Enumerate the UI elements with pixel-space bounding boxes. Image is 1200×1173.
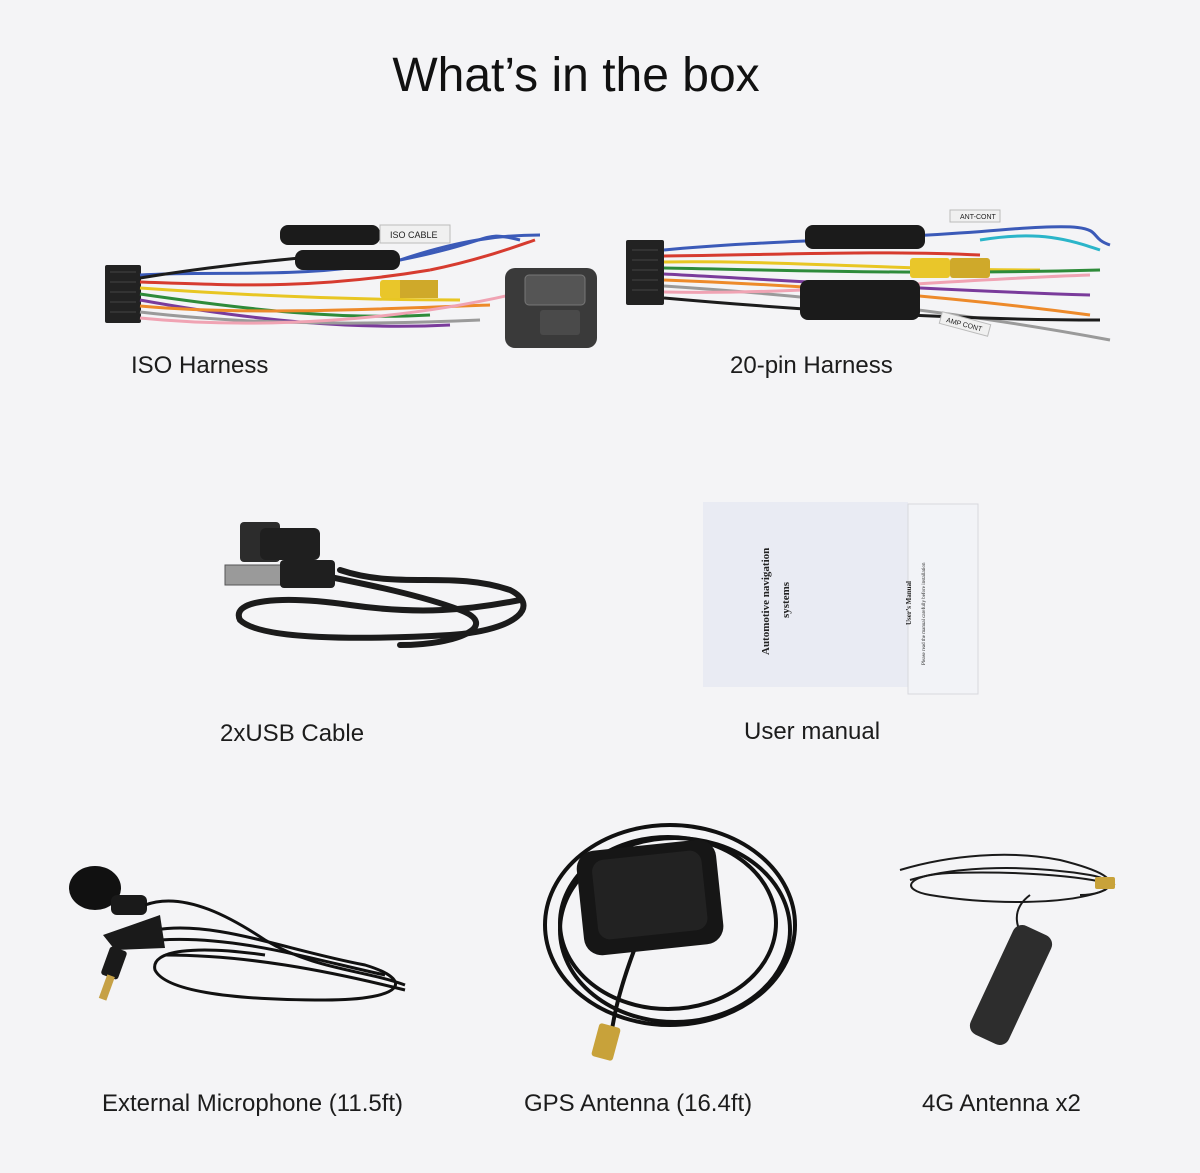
20pin-harness-caption: 20-pin Harness [730, 352, 893, 379]
gps-antenna-icon [543, 823, 797, 1061]
usb-cable-icon [224, 522, 527, 648]
manual-spine-line2: Please read the manual carefully before … [922, 562, 927, 665]
4g-antenna-icon [899, 853, 1116, 1045]
microphone-icon [69, 866, 406, 1002]
usb-cable-caption: 2xUSB Cable [220, 720, 365, 747]
20pin-harness-icon: ANT-CONT AMP CONT [626, 209, 1111, 342]
microphone-caption: External Microphone (11.5ft) [102, 1090, 404, 1117]
ant-cont-tag: ANT-CONT [960, 214, 997, 221]
manual-spine-line1: User’s Manual [905, 581, 913, 625]
page-title: What’s in the box [392, 49, 760, 102]
manual-icon: Automotive navigation systems User’s Man… [703, 502, 979, 695]
manual-title-line1: Automotive navigation [760, 548, 772, 655]
manual-title-line2: systems [780, 581, 792, 618]
4g-antenna-caption: 4G Antenna x2 [922, 1090, 1081, 1117]
iso-cable-tag: ISO CABLE [390, 230, 438, 240]
gps-antenna-caption: GPS Antenna (16.4ft) [524, 1090, 753, 1117]
iso-harness-icon: ISO CABLE [105, 224, 597, 348]
iso-harness-caption: ISO Harness [131, 352, 269, 379]
user-manual-caption: User manual [744, 718, 881, 745]
